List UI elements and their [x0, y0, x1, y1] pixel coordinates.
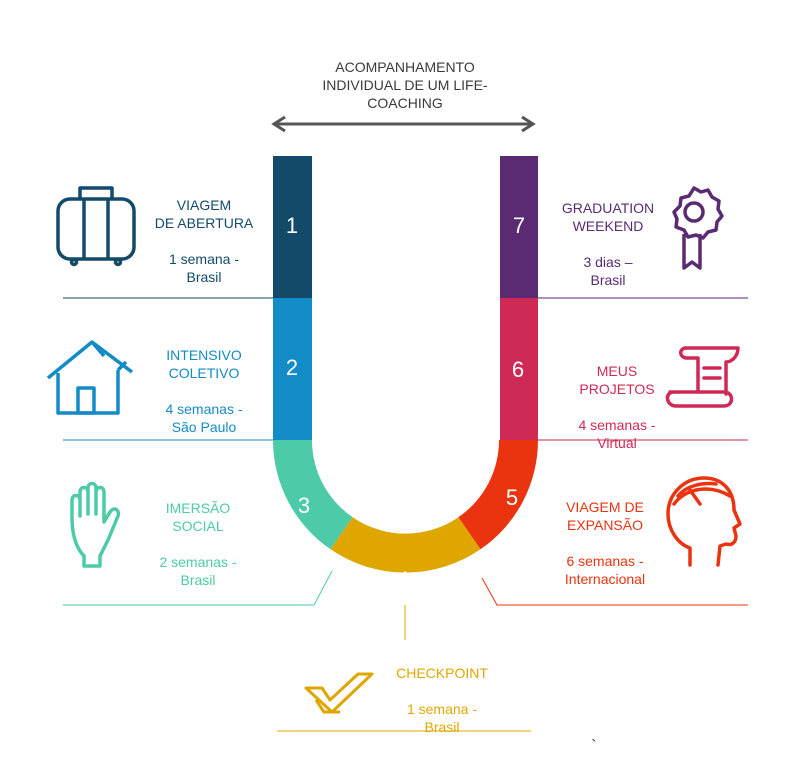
step-7-title: GRADUATION WEEKEND — [561, 200, 655, 234]
step-2-segment — [273, 298, 312, 440]
step-1-title: VIAGEM DE ABERTURA — [154, 197, 254, 231]
stray-mark: ` — [591, 738, 597, 755]
step-4-title: CHECKPOINT — [396, 665, 488, 681]
step-3-segment — [273, 440, 353, 550]
step-5-detail: 6 semanas - Internacional — [564, 553, 646, 587]
step-1-segment — [273, 156, 312, 298]
step-4-segment — [330, 517, 481, 573]
step-2-title: INTENSIVO COLETIVO — [166, 347, 242, 381]
step-7-detail: 3 dias – Brasil — [583, 254, 633, 288]
step-7-label: GRADUATION WEEKEND 3 dias – Brasil — [543, 181, 673, 307]
header-caption: ACOMPANHAMENTO INDIVIDUAL DE UM LIFE- CO… — [322, 59, 488, 111]
step-5-title: VIAGEM DE EXPANSÃO — [566, 499, 644, 533]
step-1-detail: 1 semana - Brasil — [168, 251, 240, 285]
step-5-label: VIAGEM DE EXPANSÃO 6 semanas - Internaci… — [540, 480, 670, 606]
step-6-title: MEUS PROJETOS — [579, 363, 655, 397]
suitcase-icon — [56, 186, 136, 267]
step-3-detail: 2 semanas - Brasil — [159, 554, 237, 588]
house-icon — [46, 340, 134, 415]
step-2-detail: 4 semanas - São Paulo — [165, 401, 243, 435]
step-3-number: 3 — [297, 493, 311, 518]
step-2-label: INTENSIVO COLETIVO 4 semanas - São Paulo — [138, 328, 270, 454]
step-6-number: 6 — [511, 357, 525, 382]
step-6-label: MEUS PROJETOS 4 semanas - Virtual — [552, 344, 682, 470]
step-1-label: VIAGEM DE ABERTURA 1 semana - Brasil — [138, 178, 270, 304]
step-5-segment — [458, 440, 539, 550]
step-7-segment — [500, 156, 538, 298]
step-3-label: IMERSÃO SOCIAL 2 semanas - Brasil — [132, 481, 264, 607]
step-4-number: 4 — [396, 567, 410, 592]
step-2-number: 2 — [285, 355, 299, 380]
step-4-detail: 1 semana - Brasil — [406, 701, 478, 735]
step-5-number: 5 — [505, 485, 519, 510]
scroll-icon — [665, 346, 740, 408]
hand-icon — [70, 481, 121, 568]
award-ribbon-icon — [672, 186, 724, 270]
step-6-detail: 4 semanas - Virtual — [578, 417, 656, 451]
step-1-number: 1 — [285, 213, 299, 238]
step-3-title: IMERSÃO SOCIAL — [165, 500, 231, 534]
head-icon — [666, 476, 742, 567]
step-6-segment — [500, 298, 538, 440]
step-7-number: 7 — [512, 213, 526, 238]
divider-line-5 — [481, 577, 748, 606]
checkmark-icon — [304, 672, 374, 714]
divider-line-3 — [63, 570, 333, 606]
double-arrow-icon — [271, 115, 536, 133]
step-4-label: CHECKPOINT 1 semana - Brasil — [362, 646, 522, 754]
